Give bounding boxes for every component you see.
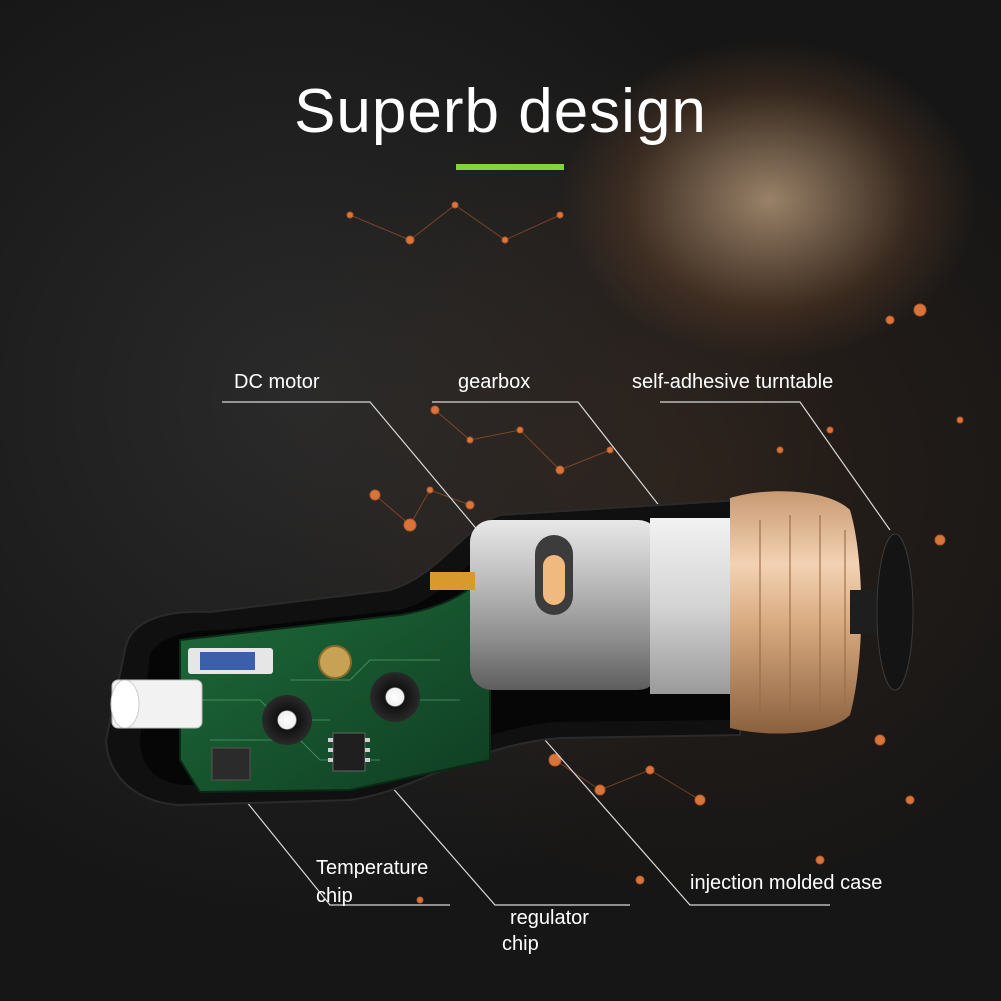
network-dots: [346, 201, 964, 904]
temperature-chip: [211, 747, 251, 781]
cap: [730, 491, 862, 734]
label-dc-motor: DC motor: [234, 371, 320, 393]
label-injection-molded-case: injection molded case: [690, 872, 883, 894]
mounting-hole: [262, 695, 312, 745]
label-gearbox: gearbox: [458, 371, 531, 393]
motor-terminal: [430, 572, 475, 590]
callout-lines: [222, 401, 891, 906]
gearbox: [650, 518, 740, 694]
label-regulator-chip-line2: chip: [502, 933, 539, 955]
label-turntable: self-adhesive turntable: [632, 371, 834, 393]
label-temperature-chip-line2: chip: [316, 885, 353, 907]
page-title: Superb design: [294, 77, 707, 146]
capacitor: [318, 645, 352, 679]
self-adhesive-turntable: [876, 533, 914, 691]
regulator-chip: [332, 732, 366, 772]
label-regulator-chip-line1: regulator: [510, 907, 589, 929]
mounting-hole: [370, 672, 420, 722]
circuit-board: [179, 586, 491, 794]
title-underline: [456, 164, 564, 170]
label-temperature-chip-line1: Temperature: [316, 857, 429, 879]
